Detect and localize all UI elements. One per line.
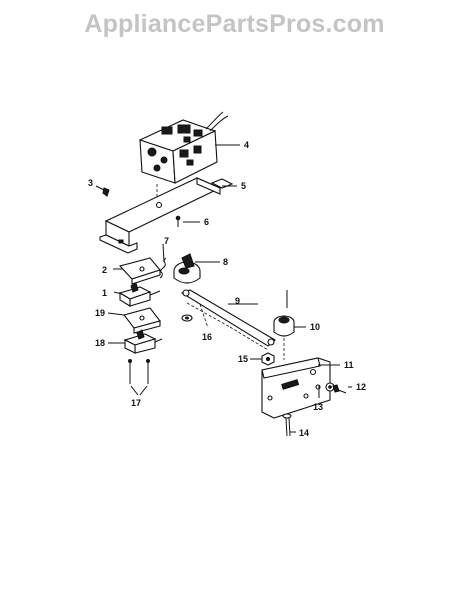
part-1-actuator	[118, 282, 161, 307]
callout-18: 18	[95, 338, 105, 348]
callout-14: 14	[299, 428, 309, 438]
part-3-screw	[95, 185, 110, 197]
callout-9: 9	[235, 296, 240, 306]
part-16-washer	[181, 314, 193, 322]
part-11-mounting-plate	[261, 357, 331, 419]
callout-1: 1	[102, 288, 107, 298]
callout-3: 3	[88, 178, 93, 188]
callout-labels: 1 2 3 4 5 6 7 8 9 10 11 12 13 14 15 16 1…	[88, 140, 366, 438]
part-6-screw	[175, 215, 181, 227]
part-10-pulley	[273, 290, 295, 360]
part-2-plate	[118, 257, 161, 285]
part-7-spring	[159, 257, 167, 279]
callout-10: 10	[310, 322, 320, 332]
part-15-nut	[261, 352, 275, 366]
part-19-bracket-plate	[123, 307, 161, 334]
part-9-link-arm	[180, 289, 276, 351]
callout-4: 4	[244, 140, 249, 150]
watermark-text: AppliancePartsPros.com	[84, 10, 385, 38]
leader-lines	[107, 144, 352, 433]
callout-16: 16	[202, 332, 212, 342]
callout-12: 12	[356, 382, 366, 392]
callout-11: 11	[344, 360, 354, 370]
part-8-cam	[173, 253, 201, 284]
part-17-pins	[128, 359, 150, 396]
callout-8: 8	[223, 257, 228, 267]
callout-15: 15	[238, 354, 248, 364]
callout-19: 19	[95, 308, 105, 318]
callout-2: 2	[102, 265, 107, 275]
callout-7: 7	[164, 236, 169, 246]
part-12-screw	[332, 384, 347, 394]
callout-17: 17	[131, 398, 141, 408]
callout-5: 5	[241, 181, 246, 191]
part-14-bolt	[282, 413, 292, 437]
part-18-switch	[123, 329, 163, 354]
callout-13: 13	[313, 402, 323, 412]
part-4-timer-assembly	[138, 111, 229, 205]
callout-6: 6	[204, 217, 209, 227]
part-13-washer	[325, 382, 335, 392]
